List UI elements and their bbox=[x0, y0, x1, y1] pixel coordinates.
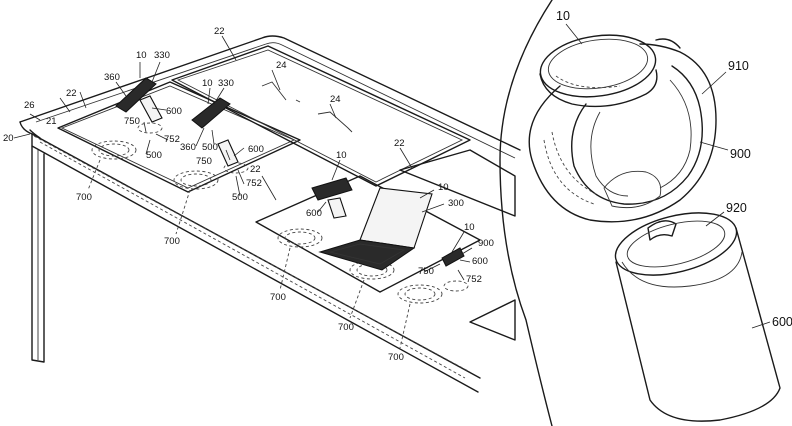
display-table bbox=[19, 35, 521, 393]
label-600-a: 600 bbox=[166, 106, 182, 117]
label-300: 300 bbox=[448, 198, 464, 209]
label-22-a: 22 bbox=[66, 88, 77, 99]
label-10-a: 10 bbox=[136, 50, 147, 61]
label-21: 21 bbox=[46, 116, 57, 127]
charging-puck-cylinder bbox=[614, 212, 781, 422]
display-panels bbox=[57, 45, 516, 341]
phone-devices bbox=[115, 77, 465, 271]
label-900: 900 bbox=[478, 238, 494, 249]
label-10-d: 10 bbox=[438, 182, 449, 193]
detail-label-10: 10 bbox=[556, 9, 570, 23]
reference-numerals: 20 21 26 22 22 22 22 24 24 10 330 360 60… bbox=[3, 9, 792, 363]
detail-label-910: 910 bbox=[728, 59, 749, 73]
label-22-d: 22 bbox=[250, 164, 261, 175]
leader-lines bbox=[13, 35, 473, 281]
label-600-d: 600 bbox=[472, 256, 488, 267]
label-500-c: 500 bbox=[232, 192, 248, 203]
label-360-a: 360 bbox=[104, 72, 120, 83]
label-360-b: 360 bbox=[180, 142, 196, 153]
label-750-b: 750 bbox=[196, 156, 212, 167]
label-330-b: 330 bbox=[218, 78, 234, 89]
label-500-b: 500 bbox=[202, 142, 218, 153]
label-752-b: 752 bbox=[246, 178, 262, 189]
label-700-e: 700 bbox=[388, 352, 404, 363]
label-752-c: 752 bbox=[466, 274, 482, 285]
label-24-a: 24 bbox=[276, 60, 287, 71]
label-22-c: 22 bbox=[394, 138, 405, 149]
label-750-c: 750 bbox=[418, 266, 434, 277]
charging-holes bbox=[87, 122, 469, 349]
detail-view bbox=[499, 0, 781, 426]
label-500-a: 500 bbox=[146, 150, 162, 161]
label-24-b: 24 bbox=[330, 94, 341, 105]
label-10-c: 10 bbox=[336, 150, 347, 161]
label-330-a: 330 bbox=[154, 50, 170, 61]
detail-label-600: 600 bbox=[772, 315, 792, 329]
label-10-b: 10 bbox=[202, 78, 213, 89]
label-752-a: 752 bbox=[164, 134, 180, 145]
label-20: 20 bbox=[3, 133, 14, 144]
label-700-c: 700 bbox=[270, 292, 286, 303]
label-22-b: 22 bbox=[214, 26, 225, 37]
label-700-a: 700 bbox=[76, 192, 92, 203]
detail-label-920: 920 bbox=[726, 201, 747, 215]
label-700-b: 700 bbox=[164, 236, 180, 247]
watch-with-band bbox=[528, 34, 717, 223]
label-600-b: 600 bbox=[248, 144, 264, 155]
label-10-e: 10 bbox=[464, 222, 475, 233]
label-600-c: 600 bbox=[306, 208, 322, 219]
detail-label-900: 900 bbox=[730, 147, 751, 161]
label-26: 26 bbox=[24, 100, 35, 111]
label-700-d: 700 bbox=[338, 322, 354, 333]
label-750-a: 750 bbox=[124, 116, 140, 127]
